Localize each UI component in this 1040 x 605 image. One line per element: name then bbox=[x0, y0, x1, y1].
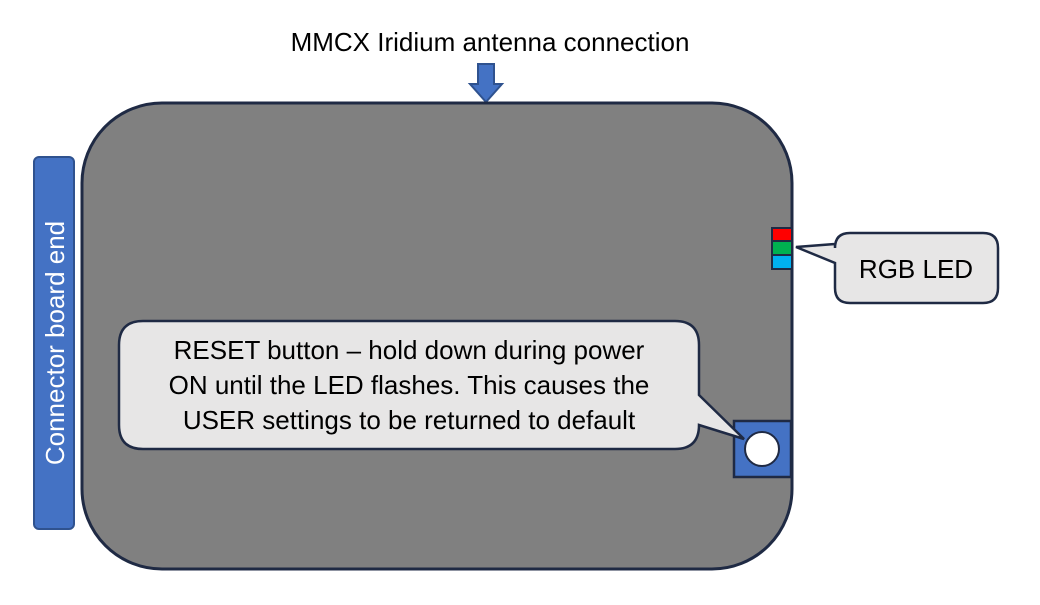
reset-button[interactable] bbox=[744, 431, 780, 467]
rgb-led-label: RGB LED bbox=[859, 254, 973, 284]
reset-label-line-2: ON until the LED flashes. This causes th… bbox=[169, 370, 650, 400]
led-red bbox=[771, 227, 793, 242]
connector-board-end-label: Connector board end bbox=[40, 221, 70, 465]
led-green bbox=[771, 240, 793, 256]
led-blue bbox=[771, 254, 793, 270]
connector-board-end-bar bbox=[33, 156, 75, 530]
reset-label-line-1: RESET button – hold down during power bbox=[174, 335, 645, 365]
reset-label-line-3: USER settings to be returned to default bbox=[183, 405, 636, 435]
antenna-arrow-icon bbox=[467, 63, 505, 104]
reset-callout bbox=[117, 319, 745, 451]
rgb-led bbox=[771, 227, 793, 270]
rgb-led-callout bbox=[795, 231, 1000, 305]
antenna-label: MMCX Iridium antenna connection bbox=[291, 27, 690, 57]
